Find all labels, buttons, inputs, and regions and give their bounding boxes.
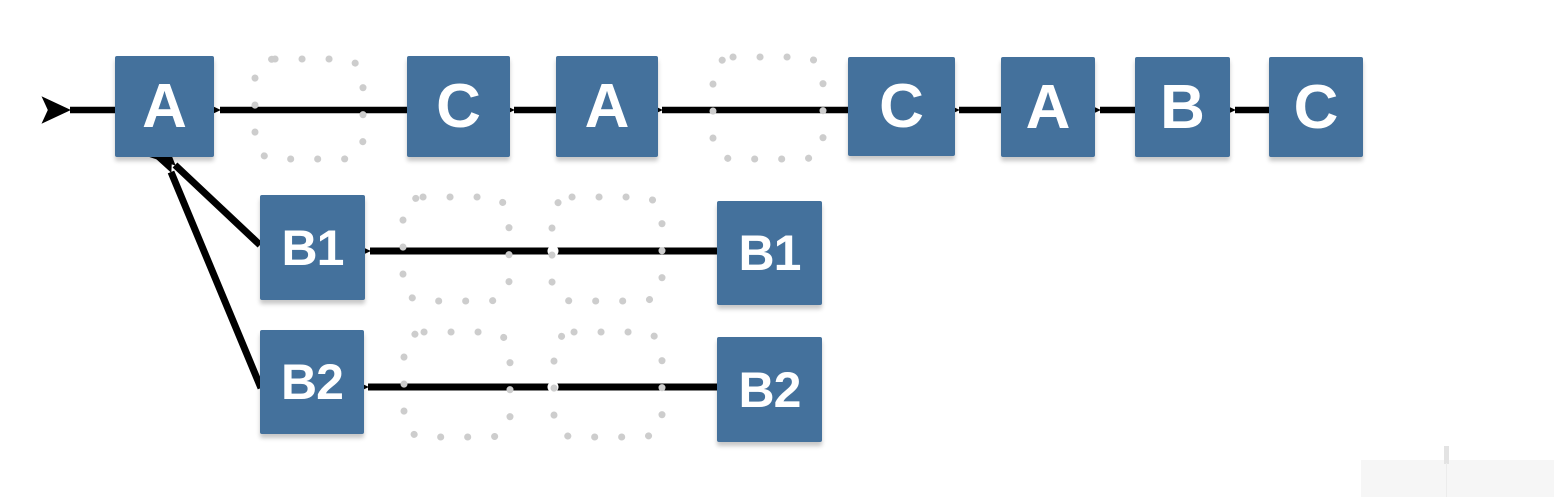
ghost-slot-b1-2 [548,193,666,305]
ghost-slot-b2-2 [550,328,666,441]
node-main-c3: C [1269,57,1363,157]
ghost-slot-b1-1 [399,193,513,305]
node-main-c1: C [407,56,510,157]
ghost-slot-b2-1 [400,328,514,441]
node-b2-left: B2 [260,330,364,434]
node-main-b: B [1135,57,1230,157]
node-b1-left: B1 [260,195,365,300]
node-main-a1: A [115,56,214,157]
text-cursor-artifact-tail [1446,463,1447,497]
node-b2-right: B2 [717,337,822,442]
ghost-slot-main-2 [709,53,827,163]
node-main-a3: A [1001,57,1095,157]
node-b1-right: B1 [717,201,822,305]
node-main-a2: A [556,56,658,157]
edge-b1l-to-a1 [144,135,263,248]
corner-shade [1361,460,1554,497]
edge-b2l-to-a1 [147,140,265,390]
text-cursor-artifact [1444,446,1449,464]
node-main-c2: C [848,57,955,156]
